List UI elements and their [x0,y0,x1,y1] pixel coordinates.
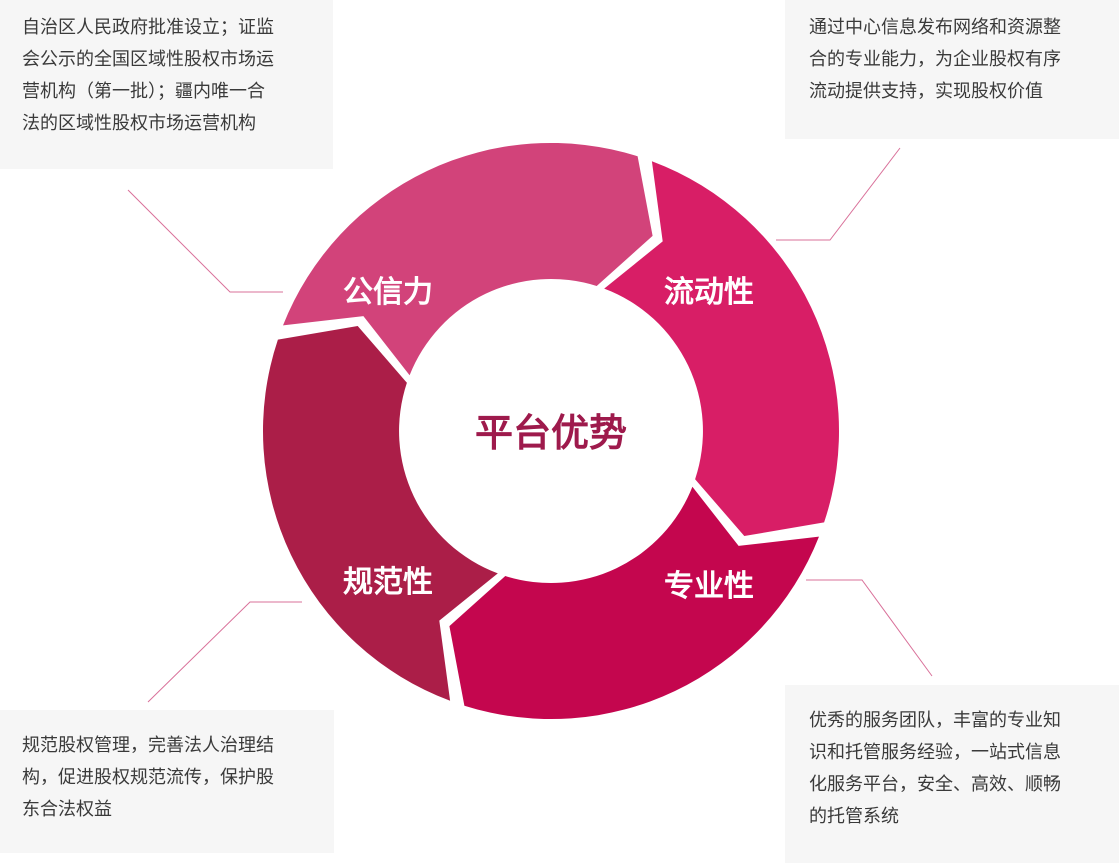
note-line: 会公示的全国区域性股权市场运 [22,49,274,70]
note-line: 自治区人民政府批准设立；证监 [22,17,274,38]
note-line: 法的区域性股权市场运营机构 [22,113,256,134]
note-line: 识和托管服务经验，一站式信息 [809,742,1061,763]
note-line: 的托管系统 [809,806,899,827]
ring-segment-bottom-right [449,486,819,720]
center-title: 平台优势 [475,411,627,455]
segment-label-bottom-right: 专业性 [664,569,754,604]
ring-segment-top-right [604,161,840,536]
ring-segment-top-left [283,142,653,376]
connector-bottom-right [806,579,933,677]
segment-label-top-left: 公信力 [343,275,433,310]
note-line: 优秀的服务团队，丰富的专业知 [809,710,1061,731]
segment-label-bottom-left: 规范性 [343,565,433,600]
note-line: 规范股权管理，完善法人治理结 [22,735,274,756]
note-bottom-left: 规范股权管理，完善法人治理结 构，促进股权规范流传，保护股 东合法权益 [0,710,334,853]
connector-bottom-left [147,601,302,703]
note-top-right: 通过中心信息发布网络和资源整 合的专业能力，为企业股权有序 流动提供支持，实现股… [785,0,1119,139]
note-line: 合的专业能力，为企业股权有序 [809,49,1061,70]
segment-label-top-right: 流动性 [664,275,754,310]
connector-top-left [127,189,283,293]
ring-segment-bottom-left [262,326,498,701]
ring-segments [262,142,840,720]
note-line: 通过中心信息发布网络和资源整 [809,17,1061,38]
note-line: 流动提供支持，实现股权价值 [809,81,1043,102]
note-bottom-right: 优秀的服务团队，丰富的专业知 识和托管服务经验，一站式信息 化服务平台，安全、高… [785,685,1119,863]
note-line: 化服务平台，安全、高效、顺畅 [809,774,1061,795]
note-top-left: 自治区人民政府批准设立；证监 会公示的全国区域性股权市场运 营机构（第一批）；疆… [0,0,333,169]
note-line: 构，促进股权规范流传，保护股 [22,767,274,788]
note-line: 营机构（第一批）；疆内唯一合 [22,81,265,102]
note-line: 东合法权益 [22,799,112,820]
connector-top-right [776,147,901,241]
